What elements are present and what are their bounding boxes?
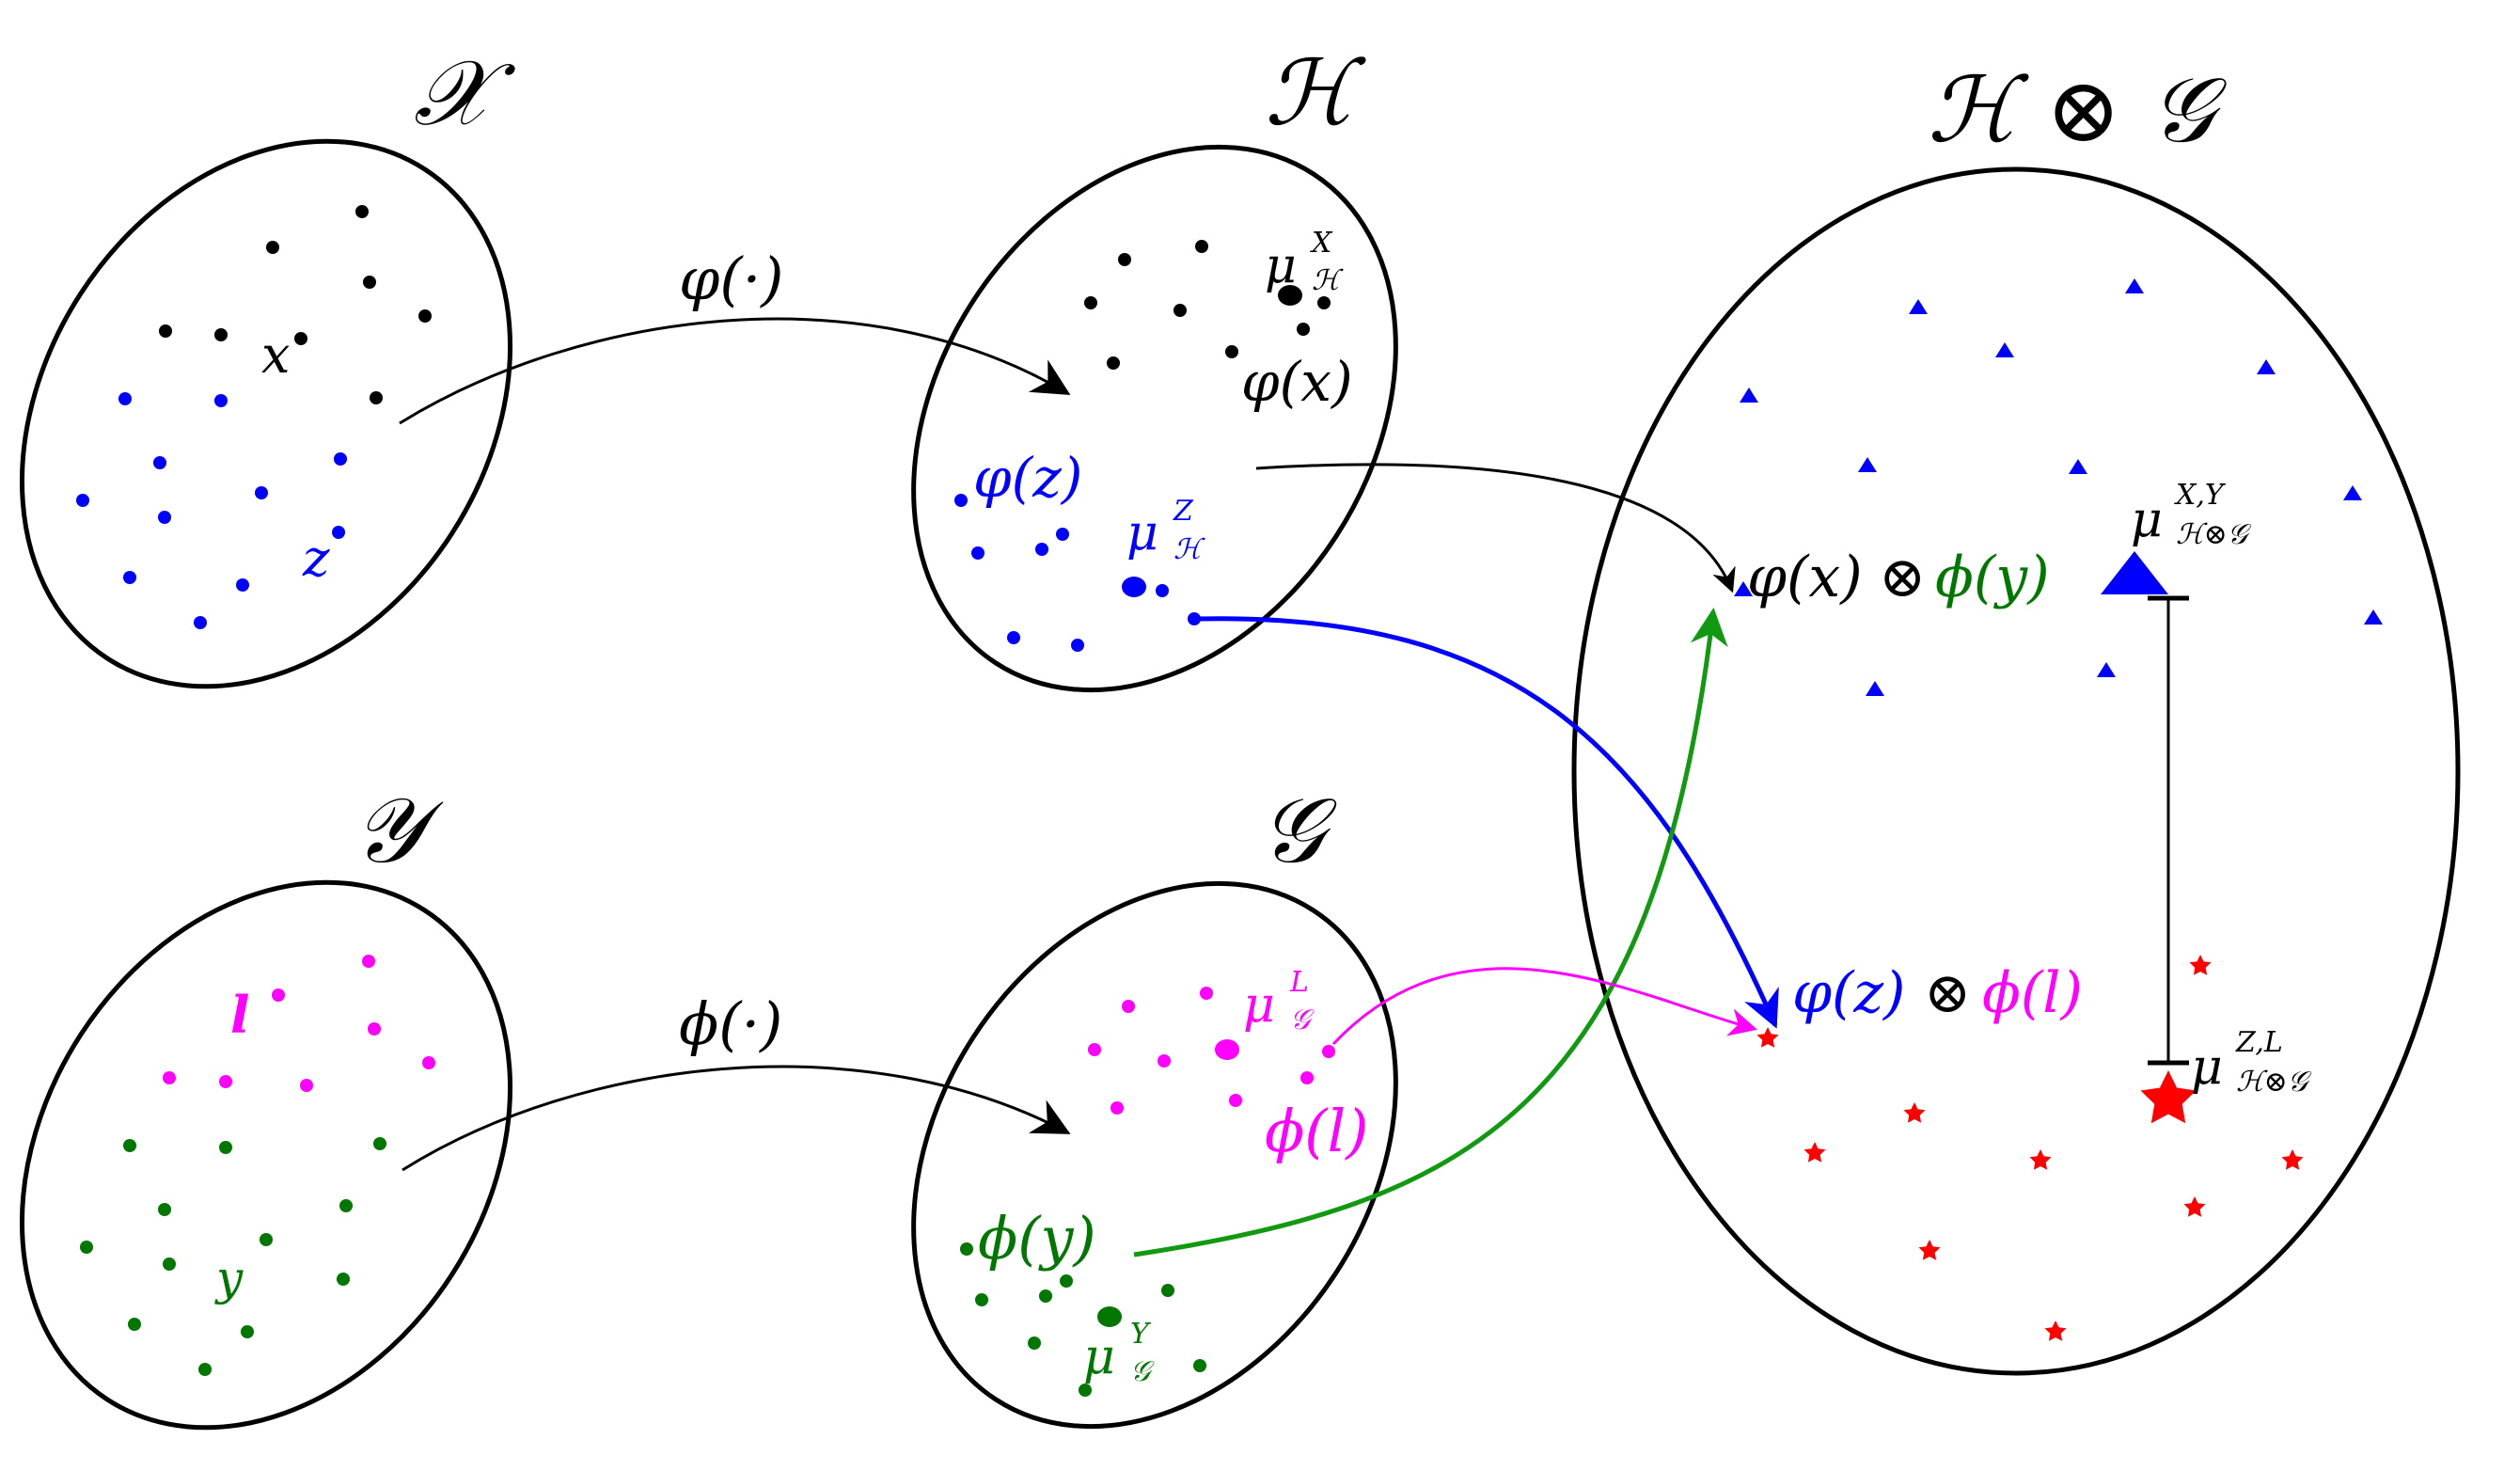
svg-text:μ: μ — [1083, 1329, 1115, 1385]
varphi-x-label: φ(x) — [1241, 350, 1353, 414]
h-space-title: ℋ — [1265, 40, 1366, 146]
g-space-title: 𝒢 — [1260, 778, 1337, 883]
mu-g-l-point — [1215, 1039, 1239, 1060]
x-space-title: 𝒳 — [414, 40, 516, 146]
h-space-ellipse — [911, 144, 1398, 693]
phi-l-label: ϕ(l) — [1265, 1097, 1368, 1165]
mu-g-y-point — [1097, 1306, 1122, 1327]
y-green-points — [80, 1137, 386, 1376]
svg-text:ℋ: ℋ — [1312, 264, 1344, 297]
varphi-map-arrow — [399, 317, 1071, 425]
phi-l-to-tensor-arrow — [1331, 967, 1757, 1046]
g-space-ellipse — [911, 880, 1398, 1430]
hg-red-stars — [1756, 955, 2304, 1341]
tensor-xy-label: φ(x) ⊗ ϕ(y) — [1747, 545, 2050, 610]
mu-g-l-label: μ L 𝒢 — [1243, 966, 1315, 1036]
h-black-points — [1084, 240, 1331, 370]
phi-map-label: ϕ(·) — [679, 989, 782, 1058]
svg-text:𝒢: 𝒢 — [1130, 1355, 1155, 1388]
mu-h-z-label: μ Z ℋ — [1126, 495, 1205, 566]
svg-text:μ: μ — [1243, 977, 1275, 1034]
svg-text:L: L — [1289, 966, 1309, 999]
phi-y-label: ϕ(y) — [978, 1204, 1096, 1273]
svg-text:Z: Z — [1173, 495, 1194, 528]
svg-text:ϕ(y): ϕ(y) — [1935, 545, 2050, 610]
x-blue-points — [76, 392, 347, 629]
mu-hg-zl-star — [2140, 1070, 2197, 1124]
mu-hg-xy-label: μ X,Y ℋ⊗𝒢 — [2131, 479, 2252, 551]
svg-text:Y: Y — [1130, 1318, 1152, 1351]
varphi-x-to-tensor-arrow — [1255, 463, 1736, 593]
x-black-points — [159, 205, 432, 404]
z-point-label: z — [302, 529, 330, 588]
mu-g-y-label: μ Y 𝒢 — [1083, 1318, 1155, 1388]
y-space-ellipse — [19, 879, 513, 1431]
g-magenta-points — [1088, 987, 1335, 1115]
y-space-title: 𝒴 — [353, 778, 444, 883]
svg-text:⊗: ⊗ — [1879, 545, 1926, 610]
svg-text:μ: μ — [2191, 1039, 2223, 1096]
varphi-z-to-tensor-arrow — [1195, 616, 1779, 1029]
svg-text:μ: μ — [1126, 505, 1158, 562]
svg-text:ℋ⊗𝒢: ℋ⊗𝒢 — [2176, 518, 2252, 551]
svg-text:⊗: ⊗ — [1924, 960, 1971, 1026]
svg-text:ℋ⊗𝒢: ℋ⊗𝒢 — [2236, 1066, 2312, 1099]
mu-h-x-label: μ X ℋ — [1265, 227, 1344, 297]
h-blue-points — [954, 494, 1201, 652]
g-green-points — [960, 1242, 1206, 1397]
svg-text:Z,L: Z,L — [2235, 1026, 2283, 1059]
y-magenta-points — [163, 955, 435, 1092]
varphi-z-label: φ(z) — [973, 446, 1082, 510]
mu-hg-zl-label: μ Z,L ℋ⊗𝒢 — [2191, 1026, 2312, 1099]
tensor-zl-label: φ(z) ⊗ ϕ(l) — [1792, 960, 2083, 1026]
svg-text:X,Y: X,Y — [2174, 479, 2227, 512]
mu-h-x-point — [1278, 285, 1302, 306]
svg-text:ϕ(l): ϕ(l) — [1982, 960, 2083, 1026]
svg-text:φ(z): φ(z) — [1792, 960, 1905, 1026]
svg-text:μ: μ — [1265, 238, 1297, 294]
svg-text:μ: μ — [2131, 492, 2163, 548]
x-space-ellipse — [19, 138, 513, 689]
hg-space-title: ℋ ⊗ 𝒢 — [1928, 57, 2227, 163]
mu-hg-xy-triangle — [2101, 551, 2168, 594]
mu-h-z-point — [1122, 577, 1146, 597]
y-point-label: y — [214, 1251, 244, 1305]
svg-text:ℋ: ℋ — [1173, 533, 1205, 566]
varphi-map-label: φ(·) — [679, 245, 784, 313]
hg-space-ellipse — [1571, 166, 2461, 1376]
x-point-label: x — [261, 325, 290, 385]
phi-y-to-tensor-arrow — [1133, 608, 1728, 1257]
hg-blue-triangles — [1734, 278, 2383, 696]
phi-map-arrow — [402, 1065, 1071, 1172]
svg-text:X: X — [1310, 227, 1333, 260]
l-point-label: l — [230, 985, 250, 1045]
svg-text:𝒢: 𝒢 — [1290, 1004, 1315, 1036]
svg-text:φ(x): φ(x) — [1747, 545, 1863, 610]
